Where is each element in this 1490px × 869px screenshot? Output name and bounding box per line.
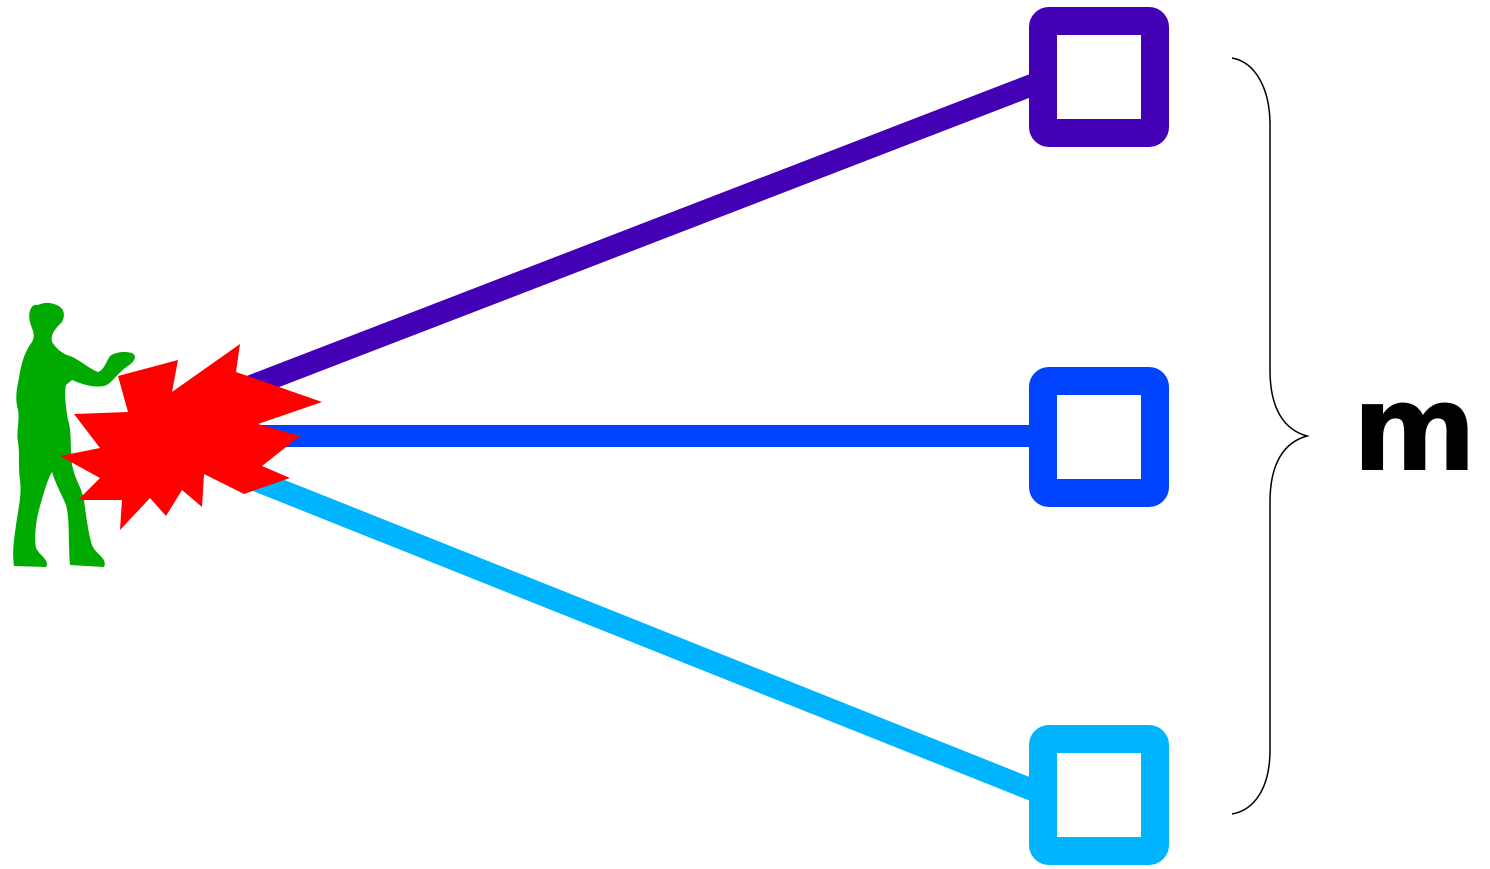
- receiver-bottom: [1029, 725, 1169, 865]
- connection-line-top: [211, 69, 1049, 411]
- connection-line-bottom: [225, 459, 1050, 806]
- connection-lines: [211, 69, 1050, 806]
- receivers: [1029, 7, 1169, 865]
- receiver-middle: [1029, 367, 1169, 507]
- receiver-top: [1029, 7, 1169, 147]
- curly-brace: [1231, 57, 1310, 815]
- explosion-burst-icon: [60, 344, 322, 530]
- brace-label: m: [1352, 360, 1477, 499]
- person-icon: [13, 302, 135, 567]
